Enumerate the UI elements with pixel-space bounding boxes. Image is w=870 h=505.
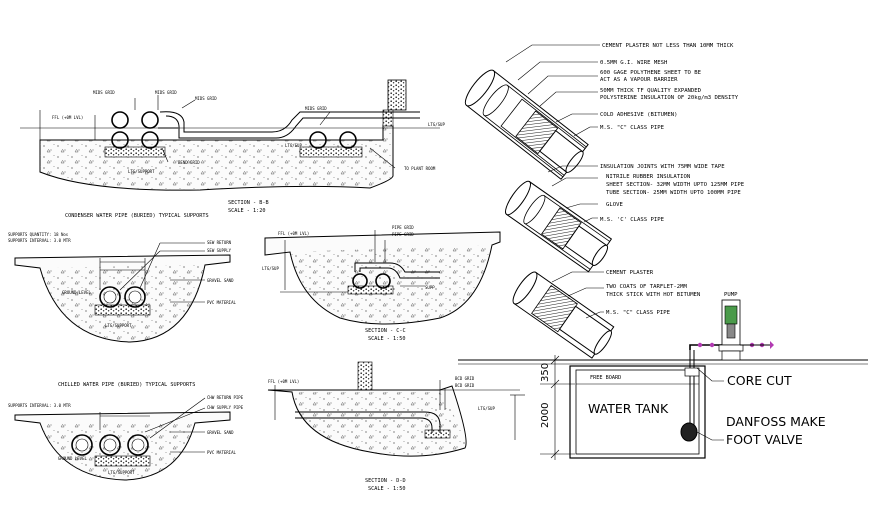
svg-text:LTG/SUP: LTG/SUP xyxy=(428,122,445,127)
condenser-support-interval: SUPPORTS INTERVAL: 3.0 MTR xyxy=(8,238,71,243)
svg-text:CHW SUPPLY PIPE: CHW SUPPLY PIPE xyxy=(207,405,244,410)
condenser-caption: CONDENSER WATER PIPE (BURIED) TYPICAL SU… xyxy=(65,213,209,219)
svg-text:LTG/SUPPORT: LTG/SUPPORT xyxy=(108,470,135,475)
svg-text:LTG/SUP: LTG/SUP xyxy=(262,266,279,271)
chilled-support-interval: SUPPORTS INTERVAL: 3.0 MTR xyxy=(8,403,71,408)
svg-text:MIDS GRID: MIDS GRID xyxy=(93,90,115,95)
detail1-line-1: CEMENT PLASTER NOT LESS THAN 10MM THICK xyxy=(602,43,734,49)
section-c-scale: SCALE - 1:50 xyxy=(368,336,405,342)
section-d-scale: SCALE - 1:50 xyxy=(368,486,405,492)
detail3-line-3: THICK STICK WITH HOT BITUMEN xyxy=(606,292,700,298)
svg-text:SUPP: SUPP xyxy=(425,285,435,290)
detail1-line-6: POLYSTERINE INSULATION OF 20kg/m3 DENSIT… xyxy=(600,95,739,101)
detail3-line-4: M.S. "C" CLASS PIPE xyxy=(606,310,671,316)
water-tank-label: WATER TANK xyxy=(588,401,669,416)
detail2-line-4: TUBE SECTION- 25MM WIDTH UPTO 100MM PIPE xyxy=(606,190,741,196)
core-cut-label: CORE CUT xyxy=(727,373,792,388)
chilled-caption: CHILLED WATER PIPE (BURIED) TYPICAL SUPP… xyxy=(58,382,195,388)
svg-text:SEW SUPPLY: SEW SUPPLY xyxy=(207,248,232,253)
svg-text:PVC MATERIAL: PVC MATERIAL xyxy=(207,300,236,305)
condenser-support-drawing: SUPPORTS QUANTITY: 18 Nos SUPPORTS INTER… xyxy=(8,232,236,343)
pipe-insulation-detail-3: CEMENT PLASTER TWO COATS OF TARFLET-2MM … xyxy=(512,270,700,359)
foot-valve-label: FOOT VALVE xyxy=(726,432,803,447)
section-d-ffl: FFL (+0M LVL) xyxy=(268,379,299,384)
svg-text:BEND GRID: BEND GRID xyxy=(178,160,200,165)
detail2-line-1: INSULATION JOINTS WITH 75MM WIDE TAPE xyxy=(600,164,725,170)
svg-text:LTG/SUPPORT: LTG/SUPPORT xyxy=(128,169,155,174)
svg-text:LTG/SUP: LTG/SUP xyxy=(285,143,302,148)
detail3-line-2: TWO COATS OF TARFLET-2MM xyxy=(606,284,687,290)
section-c-c-drawing: FFL (+0M LVL) PIPE GRID PIPE GRID SUPP L… xyxy=(262,225,501,342)
svg-text:LTG/SUP: LTG/SUP xyxy=(478,406,495,411)
section-d-d-drawing: FFL (+0M LVL) BCD GRID BCD GRID LTG/SUP … xyxy=(267,361,525,492)
detail1-line-7: COLD ADHESIVE (BITUMEN) xyxy=(600,112,677,118)
water-tank-drawing: 350 2000 PUMP FREE BOARD WATER TANK CORE… xyxy=(458,292,868,460)
section-c-title: SECTION - C-C xyxy=(365,328,406,334)
detail2-line-5: GLOVE xyxy=(606,202,623,208)
detail3-line-1: CEMENT PLASTER xyxy=(606,270,654,276)
svg-text:LTG/SUPPORT: LTG/SUPPORT xyxy=(105,323,132,328)
section-b-scale: SCALE - 1:20 xyxy=(228,208,265,214)
svg-text:BCD GRID: BCD GRID xyxy=(455,383,475,388)
detail1-line-5: 50MM THICK TF QUALITY EXPANDED xyxy=(600,88,702,94)
detail1-line-4: ACT AS A VAPOUR BARRIER xyxy=(600,77,678,83)
svg-text:TO PLANT ROOM: TO PLANT ROOM xyxy=(404,166,436,171)
pump-label: PUMP xyxy=(724,292,738,298)
pipe-insulation-detail-1: CEMENT PLASTER NOT LESS THAN 10MM THICK … xyxy=(464,43,739,180)
svg-text:PIPE GRID: PIPE GRID xyxy=(392,225,414,230)
chilled-support-drawing: CHILLED WATER PIPE (BURIED) TYPICAL SUPP… xyxy=(8,382,244,481)
svg-text:MIDS GRID: MIDS GRID xyxy=(195,96,217,101)
svg-text:MIDS GRID: MIDS GRID xyxy=(305,106,327,111)
free-board-label: FREE BOARD xyxy=(590,375,621,381)
detail1-line-2: 0.5MM G.I. WIRE MESH xyxy=(600,60,667,66)
detail1-line-8: M.S. "C" CLASS PIPE xyxy=(600,125,665,131)
svg-text:MIDS GRID: MIDS GRID xyxy=(155,90,177,95)
detail2-line-2: NITRILE RUBBER INSULATION xyxy=(606,174,690,180)
svg-text:FFL (+0M LVL): FFL (+0M LVL) xyxy=(52,115,83,120)
tank-dim-top: 350 xyxy=(540,363,551,382)
svg-text:GRAVEL SAND: GRAVEL SAND xyxy=(207,278,234,283)
svg-text:CHW RETURN PIPE: CHW RETURN PIPE xyxy=(207,395,244,400)
condenser-support-qty: SUPPORTS QUANTITY: 18 Nos xyxy=(8,232,69,237)
danfoss-label: DANFOSS MAKE xyxy=(726,414,826,429)
svg-text:BCD GRID: BCD GRID xyxy=(455,376,475,381)
detail2-line-6: M.S. 'C' CLASS PIPE xyxy=(600,217,665,223)
detail1-line-3: 600 GAGE POLYTHENE SHEET TO BE xyxy=(600,70,702,76)
section-d-title: SECTION - D-D xyxy=(365,478,406,484)
detail2-line-3: SHEET SECTION- 32MM WIDTH UPTO 125MM PIP… xyxy=(606,182,745,188)
svg-text:SEW RETURN: SEW RETURN xyxy=(207,240,232,245)
svg-text:PVC MATERIAL: PVC MATERIAL xyxy=(207,450,236,455)
svg-text:GRAVEL SAND: GRAVEL SAND xyxy=(207,430,234,435)
section-c-ffl: FFL (+0M LVL) xyxy=(278,231,309,236)
svg-text:PIPE GRID: PIPE GRID xyxy=(392,232,414,237)
svg-text:GROUND/LEVEL: GROUND/LEVEL xyxy=(62,290,91,295)
section-b-title: SECTION - B-B xyxy=(228,200,269,206)
svg-text:GROUND LEVEL: GROUND LEVEL xyxy=(58,456,87,461)
pipe-insulation-detail-2: INSULATION JOINTS WITH 75MM WIDE TAPE NI… xyxy=(505,164,745,273)
section-b-b-drawing: FFL (+0M LVL) MIDS GRID MIDS GRID MIDS G… xyxy=(20,79,445,219)
tank-dim-depth: 2000 xyxy=(540,403,551,428)
